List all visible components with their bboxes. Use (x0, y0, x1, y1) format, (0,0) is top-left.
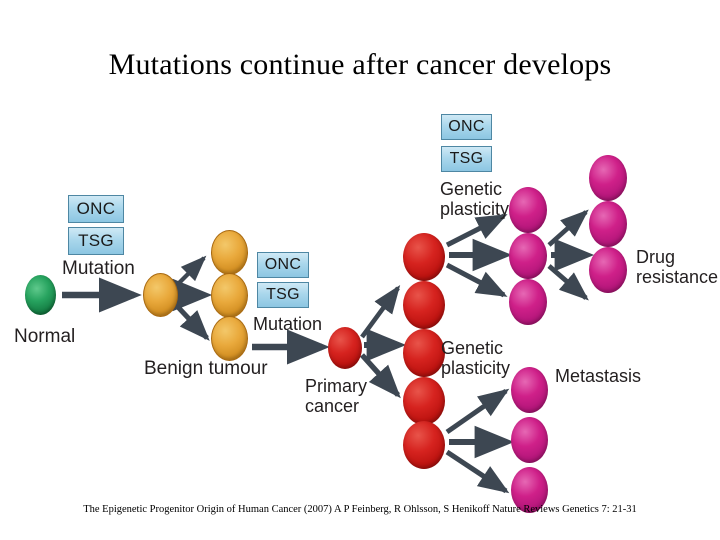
gene-box-tsg-right[interactable]: TSG (441, 146, 492, 172)
arrow-drug-1 (547, 209, 589, 247)
cell-cancer-clone-3[interactable] (403, 329, 445, 377)
pathway-diagram: ONC TSG ONC TSG ONC TSG (0, 95, 720, 513)
cell-drug-resistant-3[interactable] (589, 247, 627, 293)
label-mutation-1: Mutation (62, 258, 135, 279)
cell-benign-clone-3[interactable] (211, 316, 248, 361)
cell-plastic-clone-1[interactable] (509, 187, 547, 233)
cell-drug-resistant-2[interactable] (589, 201, 627, 247)
cell-plastic-clone-3[interactable] (509, 279, 547, 325)
label-mutation-2: Mutation (253, 314, 323, 334)
cell-benign-progenitor[interactable] (143, 273, 178, 317)
label-drug-resistance: Drug resistance (636, 247, 719, 288)
arrow-plastic-top-1 (445, 213, 508, 248)
arrow-drug-3 (547, 264, 589, 301)
arrow-meta-1 (445, 388, 510, 435)
arrow-cancer-1 (360, 285, 401, 339)
cell-cancer-clone-5[interactable] (403, 421, 445, 469)
arrow-benign-up (175, 255, 207, 287)
gene-box-onc-left[interactable]: ONC (68, 195, 124, 223)
cell-metastatic-2[interactable] (511, 417, 548, 463)
cell-benign-clone-1[interactable] (211, 230, 248, 275)
cell-metastatic-3[interactable] (511, 467, 548, 513)
label-genetic-plasticity-bottom: Genetic plasticity (441, 338, 511, 379)
label-primary-cancer: Primary cancer (305, 376, 367, 417)
arrow-meta-3 (445, 449, 510, 494)
cell-cancer-clone-1[interactable] (403, 233, 445, 281)
gene-box-tsg-left[interactable]: TSG (68, 227, 124, 255)
cell-cancer-clone-4[interactable] (403, 377, 445, 425)
label-genetic-plasticity-top: Genetic plasticity (440, 179, 510, 220)
cell-metastatic-1[interactable] (511, 367, 548, 413)
source-citation: The Epigenetic Progenitor Origin of Huma… (83, 504, 637, 515)
page-title: Mutations continue after cancer develops (108, 48, 612, 81)
gene-box-tsg-mid[interactable]: TSG (257, 282, 309, 308)
cell-cancer-clone-2[interactable] (403, 281, 445, 329)
arrow-layer (62, 209, 595, 494)
cell-normal[interactable] (25, 275, 56, 315)
cell-benign-clone-2[interactable] (211, 273, 248, 318)
arrow-benign-down (175, 304, 210, 341)
cell-plastic-clone-2[interactable] (509, 233, 547, 279)
gene-box-onc-right[interactable]: ONC (441, 114, 492, 140)
label-normal: Normal (14, 326, 76, 347)
cell-primary-cancer[interactable] (328, 327, 362, 369)
gene-box-onc-mid[interactable]: ONC (257, 252, 309, 278)
arrow-cancer-3 (359, 353, 401, 399)
label-metastasis: Metastasis (555, 366, 642, 386)
label-benign-tumour: Benign tumour (144, 358, 268, 379)
cell-drug-resistant-1[interactable] (589, 155, 627, 201)
arrow-plastic-top-3 (445, 262, 508, 298)
